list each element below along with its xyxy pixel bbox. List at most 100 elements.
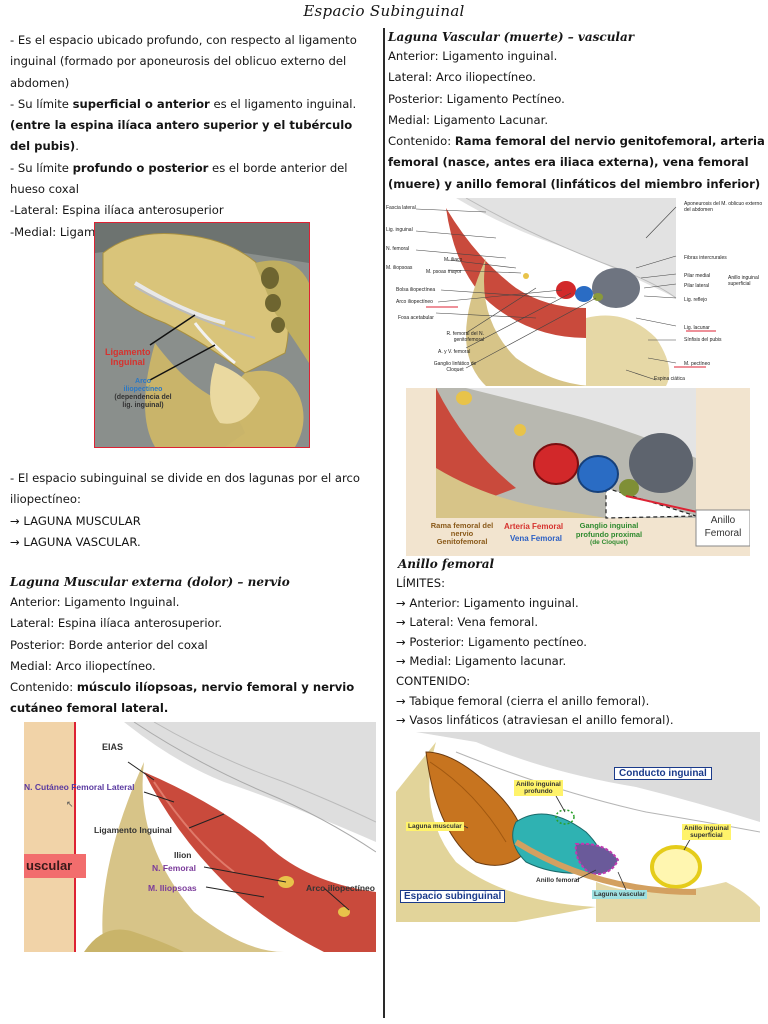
left-column: - Es el espacio ubicado profundo, con re… [10, 30, 372, 243]
label: Arco iliopectíneo [396, 299, 433, 305]
label-line: Ganglio inguinal [579, 521, 639, 530]
m-iliopsoas-label: M. Iliopsoas [148, 883, 197, 893]
a-lateral: → Lateral: Vena femoral. [396, 615, 539, 630]
superficial-limit: - Su límite superficial o anterior es el… [10, 94, 372, 158]
a-medial: → Medial: Ligamento lacunar. [396, 654, 567, 669]
label-line: Rama femoral del [430, 521, 494, 530]
limites-label: LÍMITES: [396, 576, 445, 590]
laguna-vascular-item: → LAGUNA VASCULAR. [10, 534, 141, 549]
laguna-vascular-illustration [386, 198, 768, 386]
laguna-vascular-heading: Laguna Vascular (muerte) – vascular [388, 30, 635, 44]
m-posterior: Posterior: Borde anterior del coxal [10, 637, 208, 652]
arteria-femoral-label: Arteria Femoral [504, 522, 564, 531]
label-line: Arco [135, 378, 151, 385]
label: Lig. inguinal [386, 227, 413, 233]
label: Sínfisis del pubis [684, 337, 722, 343]
n-femoral-label: N. Femoral [152, 863, 196, 873]
laguna-vascular-figure: Fascia lateral Lig. inguinal N. femoral … [386, 198, 768, 386]
m-contenido: Contenido: músculo ilíopsoas, nervio fem… [10, 677, 378, 720]
text-run: Contenido: [388, 134, 455, 149]
a-posterior: → Posterior: Ligamento pectíneo. [396, 634, 587, 649]
anillo-femoral-label: Anillo femoral [536, 877, 580, 884]
label-line: (dependencia del [114, 394, 172, 401]
contenido-label: CONTENIDO: [396, 673, 471, 688]
label: Lig. lacunar [684, 325, 710, 331]
text-run: Contenido: [10, 680, 77, 695]
text-run: - Su límite [10, 96, 73, 111]
label: Ganglio linfático de Cloquet [433, 361, 477, 373]
laguna-vascular-label: Laguna vascular [592, 890, 648, 899]
column-divider [383, 28, 385, 1018]
cursor-icon: ↖ [66, 800, 74, 810]
espacio-subinguinal-label: Espacio subinguinal [400, 890, 506, 903]
label: Fosa acetabular [398, 315, 434, 321]
bold-run: superficial o anterior [72, 96, 210, 111]
divide-block: - El espacio subinguinal se divide en do… [10, 468, 372, 553]
v-posterior: Posterior: Ligamento Pectíneo. [388, 91, 565, 106]
laguna-muscular-label: Laguna muscular [406, 822, 464, 831]
anillo-block: Anillo femoral LÍMITES: → Anterior: Liga… [396, 554, 766, 731]
m-lateral: Lateral: Espina ilíaca anterosuperior. [10, 616, 223, 631]
label: M. psoas mayor [426, 269, 462, 275]
arco-iliopectineo-label: Arco iliopectíneo [306, 883, 375, 893]
label: Pilar medial [684, 273, 711, 279]
vessels-illustration [406, 388, 750, 556]
label-line: Genitofemoral [436, 537, 488, 546]
espina-ciatica-label: Espina ciática [654, 376, 685, 382]
label: R. femoral del N. genitofemoral [446, 331, 484, 343]
eias-label: EIAS [102, 742, 124, 752]
label-line: Inguinal [110, 357, 146, 367]
anillo-femoral-box: Anillo Femoral [696, 514, 750, 540]
v-contenido: Contenido: Rama femoral del nervio genit… [388, 131, 766, 216]
v-lateral: Lateral: Arco iliopectíneo. [388, 70, 536, 85]
laguna-muscular-illustration [24, 722, 376, 952]
text-run: es el ligamento inguinal. [209, 96, 357, 111]
label-line: superficial [690, 832, 723, 839]
label-line: profundo [524, 788, 553, 795]
espacio-subinguinal-figure: Conducto inguinal Anillo inguinal profun… [396, 732, 760, 922]
ganglio-label: Ganglio inguinal profundo proximal (de C… [568, 521, 650, 548]
muscular-block: Laguna Muscular externa (dolor) – nervio… [10, 572, 378, 720]
pelvis-illustration [95, 223, 309, 447]
a-anterior: → Anterior: Ligamento inguinal. [396, 595, 579, 610]
lateral-limit: -Lateral: Espina ilíaca anterosuperior [10, 203, 224, 218]
anillo-profundo-label: Anillo inguinal profundo [514, 780, 563, 796]
label-line: Anillo [710, 515, 736, 526]
label-line: nervio [450, 529, 474, 538]
label: Anillo inguinal superficial [728, 275, 759, 287]
bold-run: profundo o posterior [72, 160, 209, 175]
ilion-label: Ilion [174, 850, 192, 860]
label-line: Anillo inguinal [516, 781, 561, 788]
anillo-femoral-heading: Anillo femoral [398, 557, 495, 571]
label: M. iliaco [444, 257, 463, 263]
label-line: Anillo inguinal [684, 825, 729, 832]
c-tabique: → Tabique femoral (cierra el anillo femo… [396, 693, 650, 708]
divide-text: - El espacio subinguinal se divide en do… [10, 471, 360, 507]
label: Bolsa iliopectínea [396, 287, 436, 293]
label-line: lig. inguinal) [122, 402, 164, 409]
vessels-figure: Rama femoral del nervio Genitofemoral Ar… [406, 388, 750, 556]
intro-text: - Es el espacio ubicado profundo, con re… [10, 33, 357, 90]
vena-femoral-label: Vena Femoral [510, 534, 563, 543]
label-line: iliopectíneo [123, 386, 163, 393]
conducto-inguinal-label: Conducto inguinal [614, 767, 712, 780]
c-linfaticos: → Vasos linfáticos (atraviesan el anillo… [396, 713, 674, 728]
label: Fascia lateral [386, 205, 416, 211]
arco-iliopectineo-label: Arco iliopectíneo (dependencia del lig. … [107, 378, 179, 410]
label-line: Ligamento [105, 347, 151, 357]
ligamento-inguinal-label: Ligamento Inguinal [94, 825, 172, 835]
bold-run: (entre la espina ilíaca antero superior … [10, 118, 353, 154]
label-line: Femoral [704, 528, 742, 539]
text-run: . [75, 139, 79, 154]
m-medial: Medial: Arco iliopectíneo. [10, 658, 156, 673]
pelvis-figure: Ligamento Inguinal Arco iliopectíneo (de… [94, 222, 310, 448]
deep-limit: - Su límite profundo o posterior es el b… [10, 158, 372, 201]
laguna-muscular-figure: EIAS N. Cutáneo Femoral Lateral Ligament… [24, 722, 376, 952]
laguna-muscular-heading: Laguna Muscular externa (dolor) – nervio [10, 575, 290, 589]
text-run: - Su límite [10, 160, 73, 175]
label-line: (de Cloquet) [590, 539, 628, 546]
m-anterior: Anterior: Ligamento Inguinal. [10, 595, 180, 609]
page-title: Espacio Subinguinal [303, 2, 465, 20]
right-column: Laguna Vascular (muerte) – vascular Ante… [388, 28, 766, 216]
label: Fibras intercrurales [684, 255, 727, 261]
